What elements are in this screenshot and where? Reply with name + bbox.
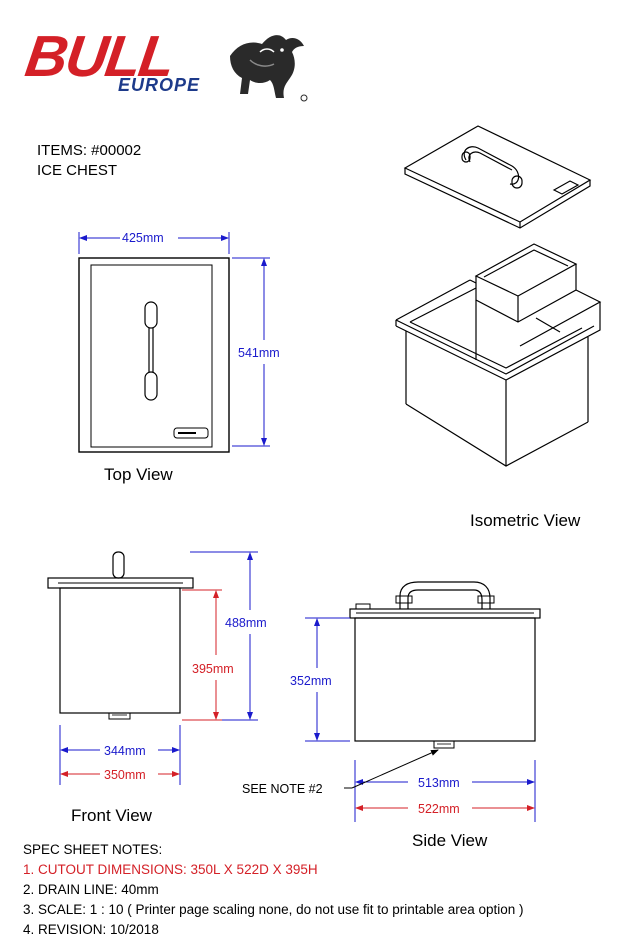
dim-side-body-height: 352mm [290,674,332,688]
note-2: 2. DRAIN LINE: 40mm [23,882,159,897]
side-view-label: Side View [412,831,488,850]
dim-front-body-width: 344mm [104,744,146,758]
dim-front-cutout-width: 350mm [104,768,146,782]
isometric-view-drawing [395,125,602,467]
isometric-view-label: Isometric View [470,511,581,530]
note-4: 4. REVISION: 10/2018 [23,922,159,937]
top-view-drawing [78,232,270,453]
top-view-label: Top View [104,465,173,484]
dim-top-depth: 541mm [238,346,280,360]
brand-logo-subtext: EUROPE [118,75,201,95]
notes-title: SPEC SHEET NOTES: [23,842,163,857]
note-1: 1. CUTOUT DIMENSIONS: 350L X 522D X 395H [23,862,318,877]
bull-logo-icon [230,35,308,102]
note-3: 3. SCALE: 1 : 10 ( Printer page scaling … [23,902,524,917]
dim-top-width: 425mm [122,231,164,245]
dim-front-total-height: 488mm [225,616,267,630]
item-name: ICE CHEST [37,162,118,179]
see-note-callout: SEE NOTE #2 [242,782,323,796]
dim-front-body-height: 395mm [192,662,234,676]
dim-side-body-depth: 513mm [418,776,460,790]
front-view-label: Front View [71,806,152,825]
dim-side-cutout-depth: 522mm [418,802,460,816]
side-view-drawing [305,581,541,822]
item-number: ITEMS: #00002 [37,142,142,159]
front-view-drawing [47,551,258,785]
